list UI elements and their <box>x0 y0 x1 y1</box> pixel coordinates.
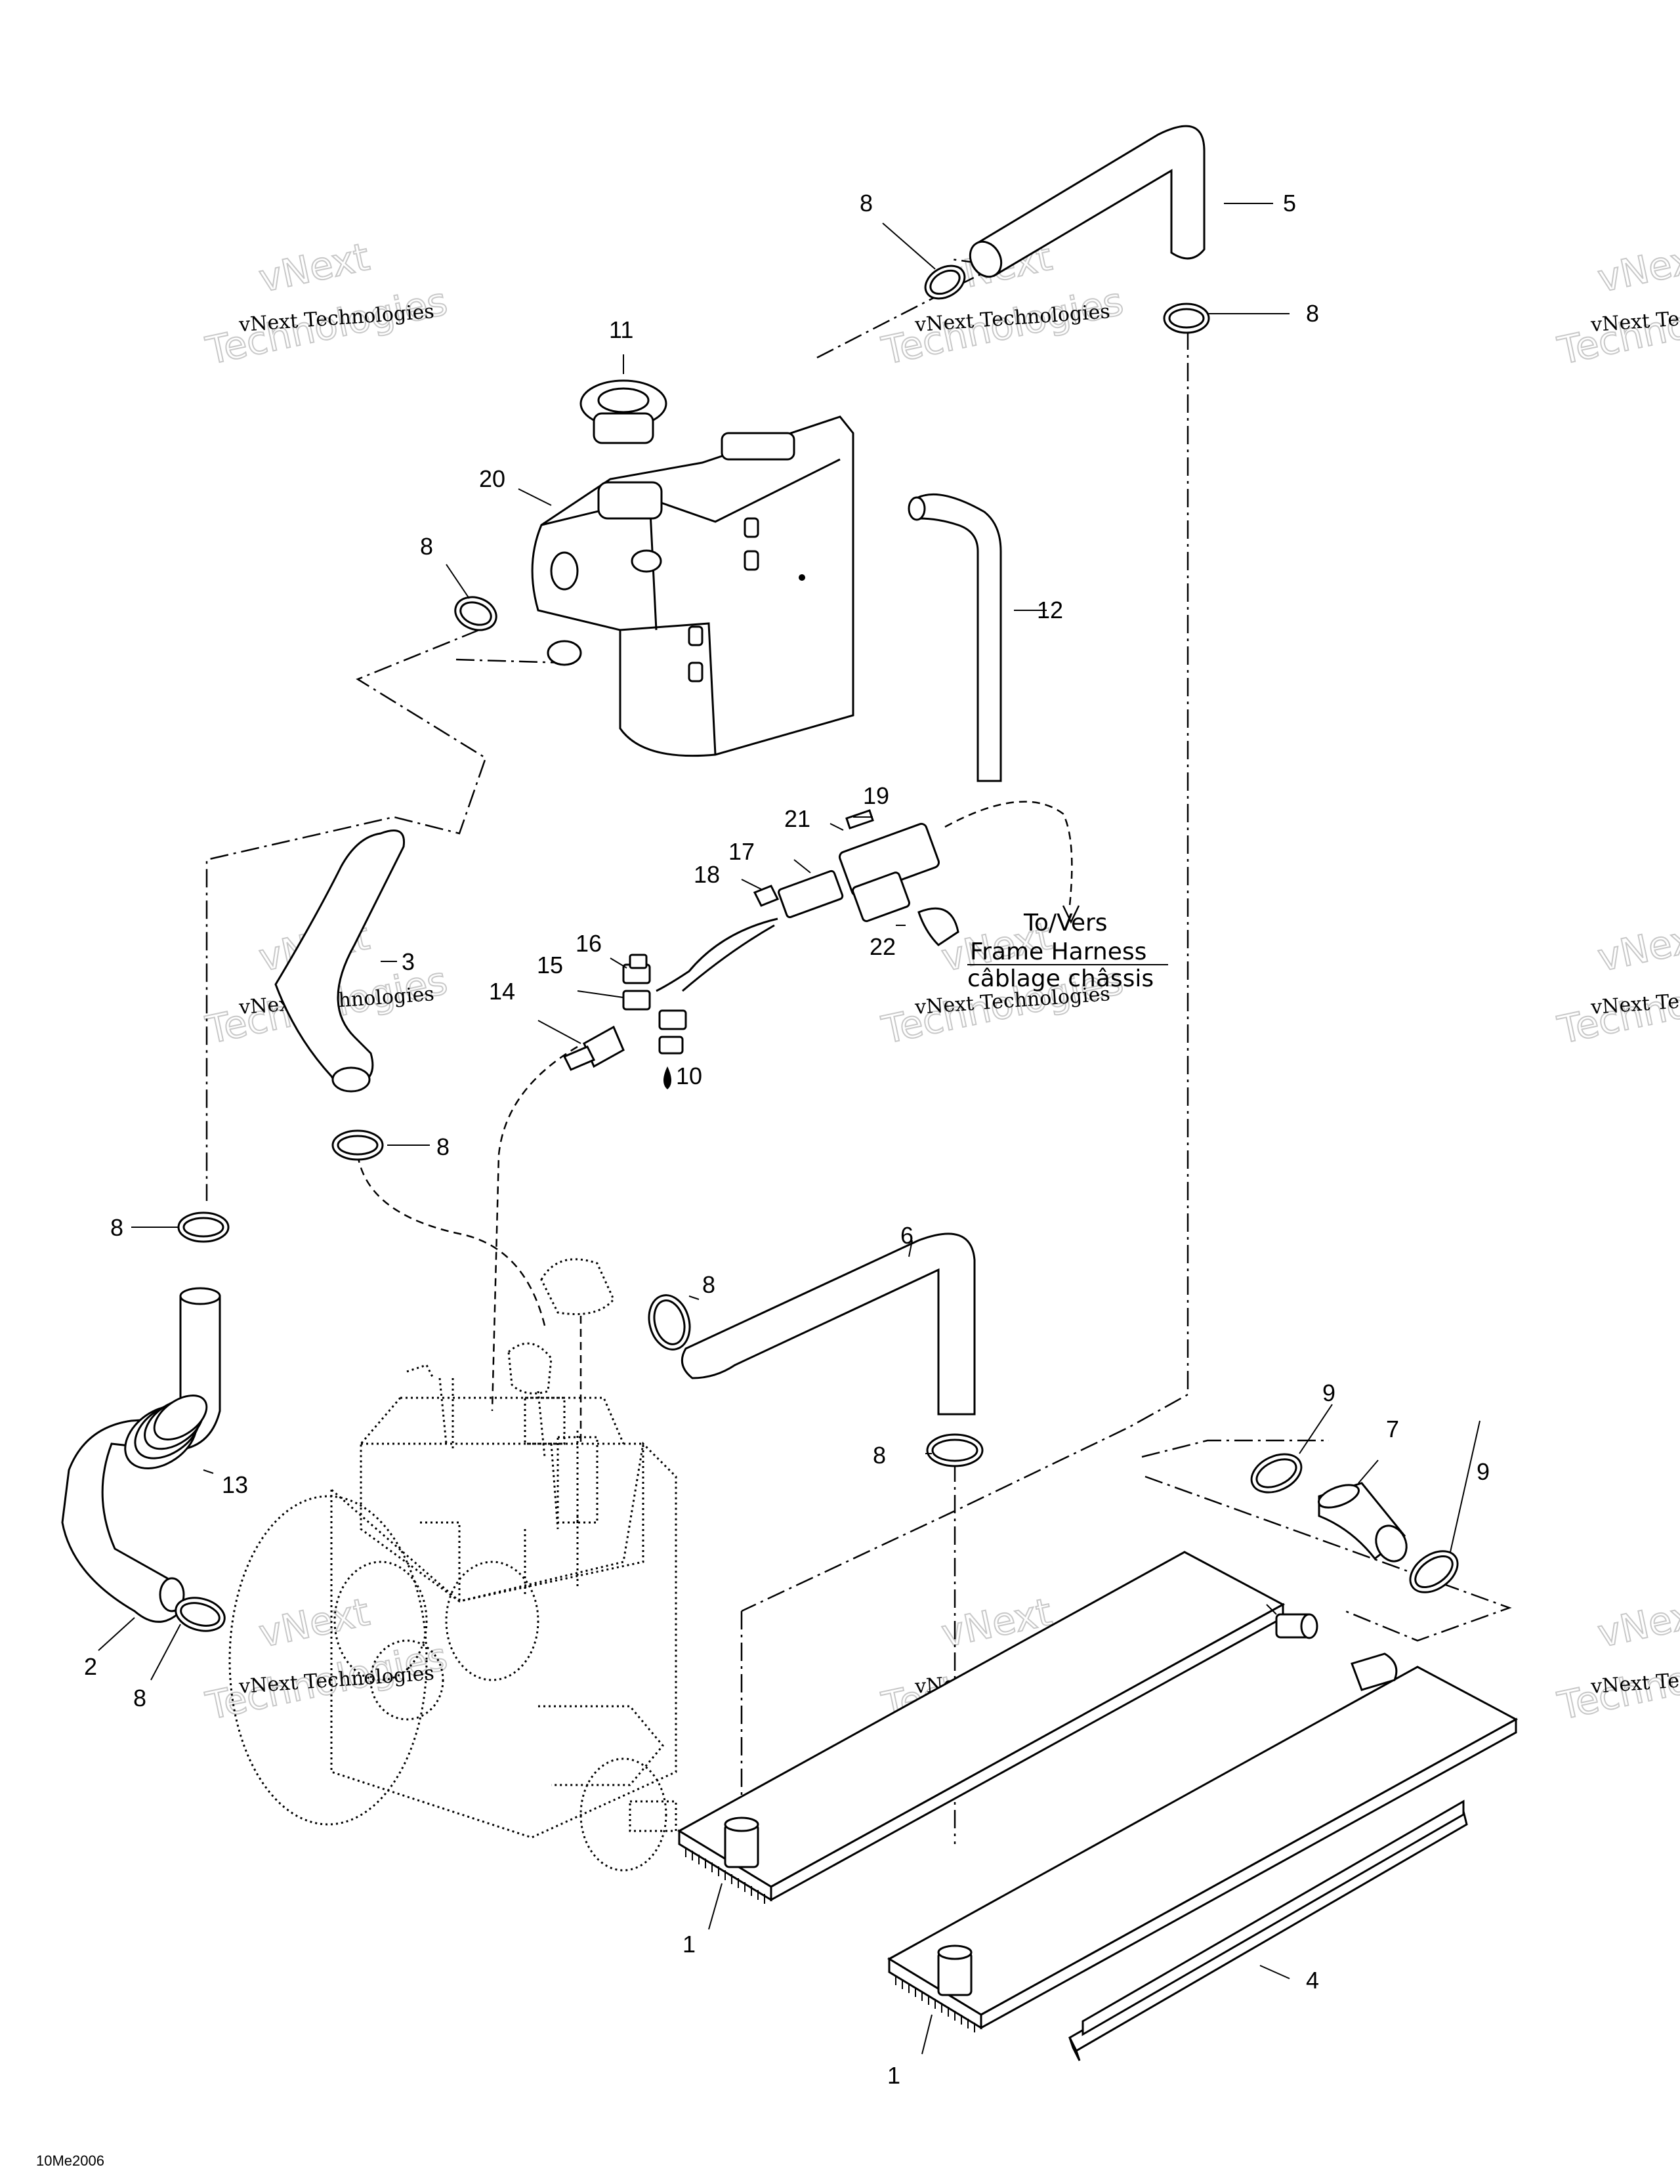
hose-4 <box>274 830 406 1088</box>
clamp-8-left <box>177 1211 230 1243</box>
watermarks: vNext Technologies vNext Technologies vN… <box>201 234 1680 1729</box>
callout-6: 6 <box>900 1222 914 1249</box>
svg-text:vNext: vNext <box>255 1589 373 1656</box>
callout-1-lower: 1 <box>887 2062 900 2089</box>
radiator-channel <box>1068 1799 1468 2061</box>
hose4-route-line <box>356 1154 546 1326</box>
callout-12: 13 <box>222 1471 248 1498</box>
coolant-tank <box>531 415 854 757</box>
clamp-8-top-right <box>1163 303 1210 334</box>
callout-8-top-right: 8 <box>1306 300 1319 327</box>
clamp-9-left <box>1250 1453 1303 1494</box>
harness-note-line3: câblage châssis <box>967 965 1154 992</box>
flow-line-tank-to-left <box>205 629 487 1201</box>
callout-22: 10 <box>676 1062 702 1089</box>
callout-20: 21 <box>784 805 810 832</box>
clamp-8-hose3 <box>175 1597 226 1632</box>
callout-11: 12 <box>1037 597 1063 623</box>
callout-8-hose3: 8 <box>133 1685 146 1712</box>
harness-arrow <box>1062 905 1080 924</box>
watermark-3: vNext Technologies vNext Technologies <box>1553 234 1680 374</box>
callout-3: 2 <box>84 1653 97 1680</box>
svg-text:vNext: vNext <box>1594 234 1680 301</box>
harness-note-line2: Frame Harness <box>970 938 1146 965</box>
callout-16: 16 <box>576 930 602 957</box>
clamp-8-hose6-top <box>648 1294 691 1351</box>
coolant-flow-lines <box>205 258 1512 1844</box>
radiator-lower <box>887 1652 1519 2032</box>
thermostat-housing <box>507 1258 615 1395</box>
callout-9-left: 9 <box>1322 1379 1335 1406</box>
callout-14: 14 <box>489 978 515 1005</box>
sealant-drop-icon <box>663 1066 671 1089</box>
radiator-upper <box>677 1551 1318 1904</box>
harness-route-line <box>944 801 1073 906</box>
flow-line-radiator-bridge <box>1141 1439 1512 1642</box>
callout-10: 11 <box>609 316 633 343</box>
watermark-7: vNext Technologies vNext Technologies <box>201 1589 452 1729</box>
clamp-9-right <box>1409 1550 1459 1593</box>
clamps <box>175 264 1459 1632</box>
clamp-8-hose4 <box>331 1129 384 1161</box>
clamp-8-top-left <box>924 264 966 300</box>
harness-note-line1: To/Vers <box>1023 910 1108 936</box>
svg-text:vNext: vNext <box>255 234 373 301</box>
callout-19: 19 <box>863 782 889 809</box>
hose-6 <box>681 1232 976 1416</box>
sensor-route-line <box>491 1045 578 1412</box>
radiator-cap <box>579 379 667 444</box>
callout-17: 17 <box>728 838 755 865</box>
callout-8-top-left: 8 <box>860 190 873 217</box>
clamp-8-hose6-bottom <box>926 1433 984 1467</box>
callout-18: 18 <box>694 861 720 888</box>
callout-7: 7 <box>1386 1416 1399 1442</box>
radiator-upper-fins <box>685 1847 765 1904</box>
callout-4: 3 <box>402 948 415 975</box>
callout-5: 5 <box>1283 190 1296 217</box>
watermark-9: vNext Technologies vNext Technologies <box>1553 1589 1680 1729</box>
flow-line-top-hose-rear <box>455 658 565 664</box>
temperature-sensor-assembly <box>562 809 959 1089</box>
callout-8-hose4: 8 <box>436 1133 450 1160</box>
callout-21: 22 <box>870 933 896 960</box>
hose-5-end <box>969 240 1003 278</box>
callout-8-tank: 8 <box>420 533 433 560</box>
radiator-lower-fins <box>895 1975 975 2032</box>
hose-12-bellows <box>124 1395 208 1470</box>
callout-8-hose6-top: 8 <box>702 1271 715 1298</box>
watermark-1: vNext Technologies vNext Technologies <box>201 234 452 374</box>
callout-1-upper: 1 <box>682 1931 696 1958</box>
clamp-8-tank <box>454 596 497 631</box>
frame-harness-note: To/Vers Frame Harness câblage châssis <box>967 905 1168 992</box>
callout-labels: 5 8 8 11 20 8 12 3 8 8 13 2 8 6 8 8 9 7 … <box>84 190 1490 2089</box>
callout-15: 15 <box>537 952 563 978</box>
leader-lines <box>98 203 1480 2055</box>
callout-8-left: 8 <box>110 1214 123 1241</box>
callout-2: 4 <box>1306 1967 1319 1994</box>
engine-outline <box>228 1364 677 1872</box>
hose-5 <box>976 125 1206 278</box>
svg-text:vNext: vNext <box>1594 1589 1680 1656</box>
callout-8-hose6-bottom: 8 <box>873 1442 886 1469</box>
callout-9-right: 9 <box>1477 1458 1490 1485</box>
hose-11 <box>914 493 1002 782</box>
figure-reference: 10Me2006 <box>36 2152 104 2169</box>
watermark-6: vNext Technologies vNext Technologies <box>1553 913 1680 1053</box>
svg-text:vNext: vNext <box>1594 914 1680 980</box>
flow-line-right-riser <box>741 331 1189 1612</box>
callout-13: 20 <box>479 465 505 492</box>
